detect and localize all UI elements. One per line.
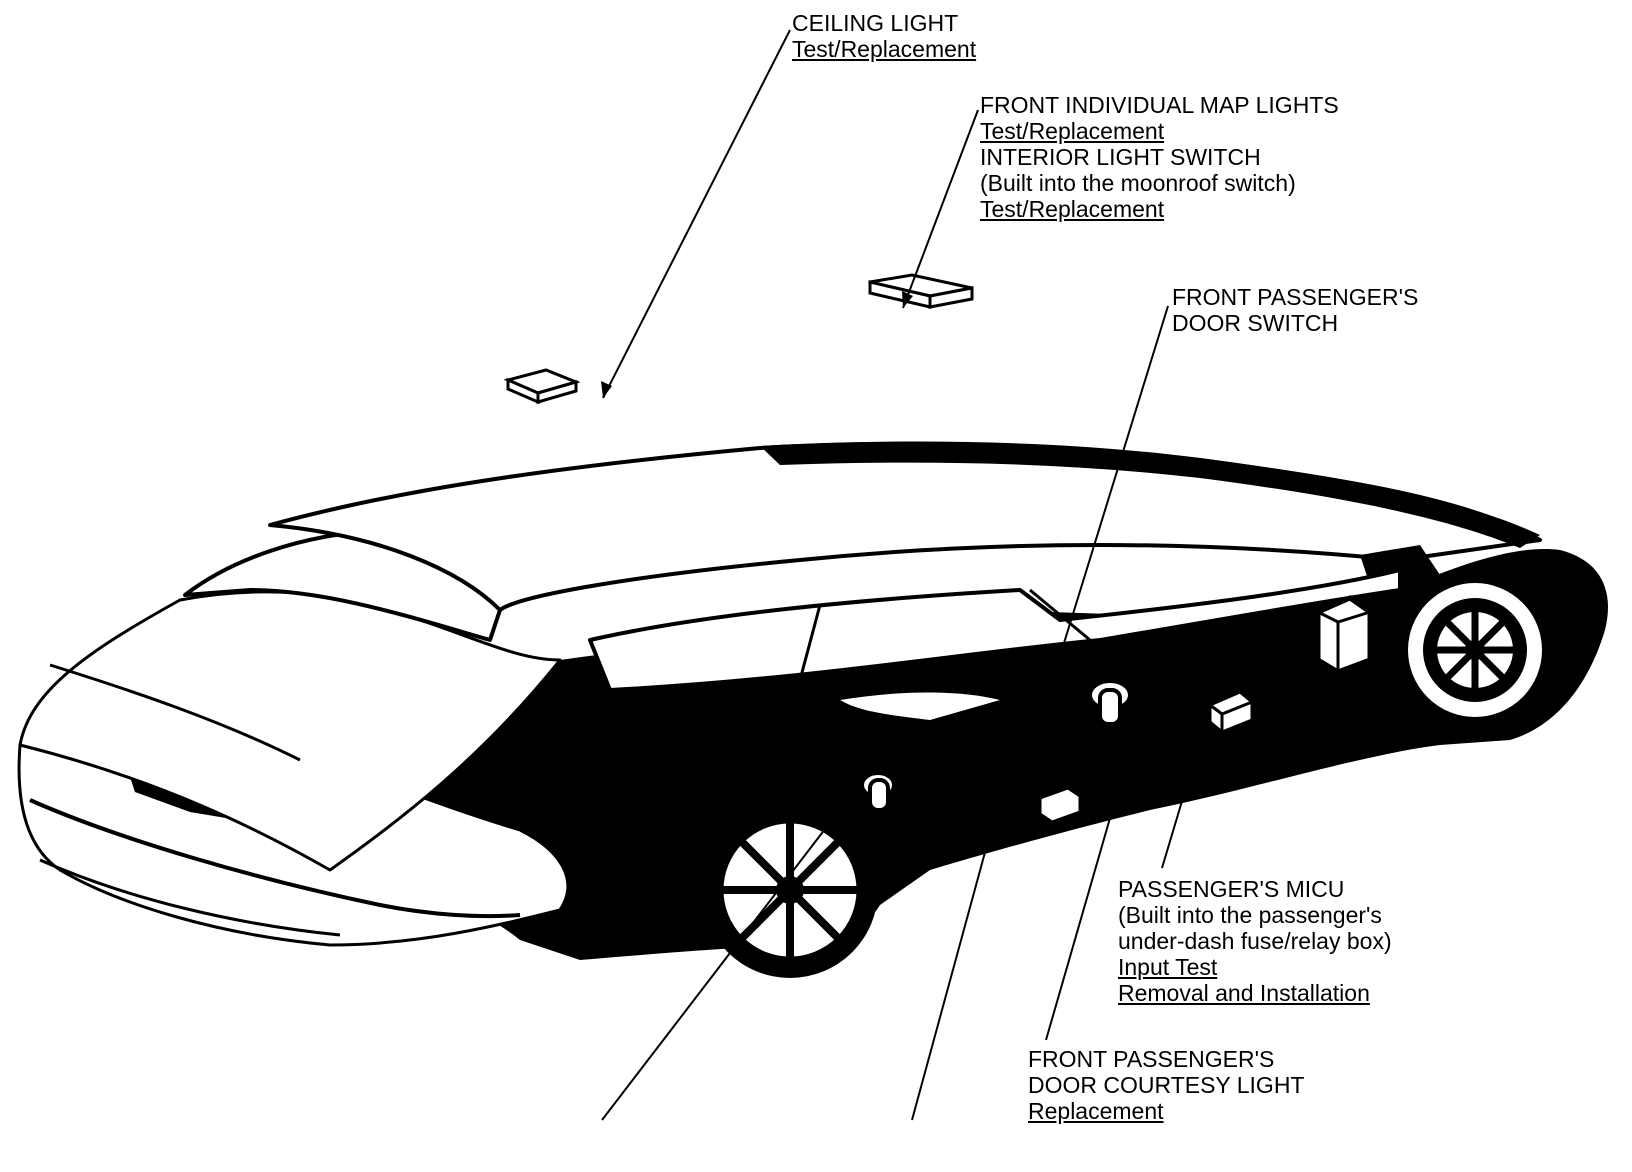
leader-courtesy-light [1045,727,1137,1041]
map-lights-part [868,273,974,309]
leader-map-lights [902,109,979,309]
map-lights-title: FRONT INDIVIDUAL MAP LIGHTS [980,92,1339,118]
ceiling-light-title: CEILING LIGHT [792,10,959,36]
micu-note1: (Built into the passenger's [1118,902,1382,928]
arrow-micu [1210,674,1221,691]
courtesy-light-line1: FRONT PASSENGER'S [1028,1046,1275,1072]
door-switch-line2: DOOR SWITCH [1172,310,1339,336]
micu-box-part [1315,595,1373,675]
roof-rail [760,441,1540,548]
leader-lower-center [911,811,997,1121]
arrow-lower-center [986,812,997,829]
door-switch-part [1088,679,1132,726]
hood-line [49,663,301,762]
interior-light-switch-test-link[interactable]: Test/Replacement [980,196,1165,222]
vehicle-illustration [17,441,1608,978]
door-highlight [840,692,1000,720]
door-switch-line1: FRONT PASSENGER'S [1172,284,1419,310]
arrow-map-lights [902,291,913,308]
leader-lower-left [601,785,859,1121]
callout-micu: PASSENGER'S MICU (Built into the passeng… [1118,876,1392,1006]
hood [18,590,562,872]
side-windows [588,568,1402,692]
arrow-lower-left [845,786,858,802]
ceiling-light-part [503,368,581,405]
arrowheads [601,291,1221,829]
courtesy-light-replacement-link[interactable]: Replacement [1028,1098,1164,1124]
micu-title: PASSENGER'S MICU [1118,876,1345,902]
ceiling-light-test-link[interactable]: Test/Replacement [792,36,977,62]
bumper-crease [29,798,521,919]
micu-removal-link[interactable]: Removal and Installation [1118,980,1370,1006]
arrow-ceiling-light [601,381,612,398]
bumper-lip [39,858,341,937]
callout-courtesy-light: FRONT PASSENGER'S DOOR COURTESY LIGHT Re… [1028,1046,1304,1124]
leader-micu [1161,673,1221,869]
rear-wheel [1402,577,1548,723]
leader-door-switch [1051,305,1169,683]
arrow-door-switch [1050,665,1061,682]
interior-light-switch-title: INTERIOR LIGHT SWITCH [980,144,1261,170]
courtesy-light-part [1208,690,1254,734]
micu-note2: under-dash fuse/relay box) [1118,928,1392,954]
window-pillar [798,588,1091,681]
leader-lines [601,29,1221,1121]
callout-door-switch: FRONT PASSENGER'S DOOR SWITCH [1172,284,1418,336]
leader-ceiling-light [602,29,791,399]
arrow-courtesy-light [1126,728,1137,745]
callout-ceiling-light: CEILING LIGHT Test/Replacement [792,10,976,62]
lower-courtesy-part [1038,786,1082,824]
callout-map-lights: FRONT INDIVIDUAL MAP LIGHTS Test/Replace… [980,92,1339,222]
front-wheel [702,802,878,978]
interior-light-switch-note: (Built into the moonroof switch) [980,170,1296,196]
micu-input-test-link[interactable]: Input Test [1118,954,1218,980]
courtesy-light-line2: DOOR COURTESY LIGHT [1028,1072,1305,1098]
map-lights-test-link[interactable]: Test/Replacement [980,118,1165,144]
front-door-switch-part [860,771,896,812]
